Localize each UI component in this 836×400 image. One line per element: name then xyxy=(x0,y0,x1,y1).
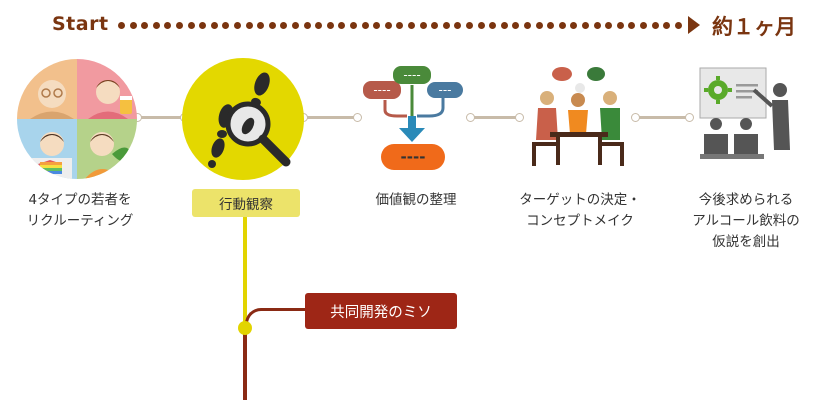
svg-text:----: ---- xyxy=(403,68,420,82)
timeline-dot xyxy=(408,22,415,29)
timeline-dot xyxy=(605,22,613,29)
junction-dot xyxy=(238,321,252,335)
timeline-dot xyxy=(466,22,473,29)
timeline-end-label: 約１ヶ月 xyxy=(712,15,796,39)
timeline-start-label: Start xyxy=(52,13,109,35)
timeline-arrow-icon xyxy=(688,16,700,34)
timeline-dot xyxy=(384,22,392,29)
step-1-label: 4タイプの若者を リクルーティング xyxy=(0,190,160,232)
timeline-dot xyxy=(292,22,299,29)
timeline-dot xyxy=(303,22,311,29)
timeline-dot xyxy=(640,22,647,29)
timeline-dot xyxy=(616,22,624,29)
connector-3-4 xyxy=(466,113,524,122)
step-5-label-line-3: 仮説を創出 xyxy=(712,234,780,250)
connector-4-5 xyxy=(631,113,694,122)
step-5-label-line-1: 今後求められる xyxy=(698,192,794,208)
timeline-dot xyxy=(524,22,531,29)
timeline-dot xyxy=(442,22,450,29)
svg-text:---: --- xyxy=(439,83,452,97)
timeline-dot xyxy=(338,22,346,29)
timeline-dot xyxy=(164,22,172,29)
step-2-label: 行動観察 xyxy=(192,189,300,217)
brown-vertical-line xyxy=(243,329,247,400)
timeline-dot xyxy=(570,22,578,29)
timeline-dot xyxy=(361,22,369,29)
step-5-label: 今後求められる アルコール飲料の 仮説を創出 xyxy=(666,190,826,253)
timeline-dot xyxy=(257,22,265,29)
timeline-dot xyxy=(199,22,207,29)
timeline-dot xyxy=(489,22,497,29)
timeline-dot xyxy=(454,22,462,29)
timeline-dotted-line xyxy=(118,22,688,30)
step-1-label-line-1: 4タイプの若者を xyxy=(28,192,132,208)
step-4-label: ターゲットの決定・ コンセプトメイク xyxy=(500,190,660,232)
footprints-magnifier-icon xyxy=(182,58,304,180)
timeline-dot xyxy=(245,22,253,29)
timeline-dot xyxy=(628,22,636,29)
timeline-dot xyxy=(118,22,125,29)
timeline-dot xyxy=(558,22,566,29)
step-5-label-line-2: アルコール飲料の xyxy=(692,213,800,229)
connector-2-3 xyxy=(299,113,362,122)
timeline-dot xyxy=(419,22,427,29)
timeline-dot xyxy=(593,22,601,29)
timeline-dot xyxy=(512,22,520,29)
timeline-dot xyxy=(152,22,160,29)
value-tree-icon: ---- ---- --- ---- xyxy=(363,66,463,170)
timeline-dot xyxy=(500,22,508,29)
timeline-dot xyxy=(582,22,589,29)
timeline-dot xyxy=(674,22,682,29)
timeline-dot xyxy=(547,22,555,29)
timeline-dot xyxy=(141,22,149,29)
timeline-dot xyxy=(373,22,381,29)
step-4-label-line-1: ターゲットの決定・ xyxy=(519,192,641,208)
timeline-dot xyxy=(280,22,288,29)
timeline-dot xyxy=(129,22,137,29)
step-3-label: 価値観の整理 xyxy=(336,190,496,211)
step-4-label-line-2: コンセプトメイク xyxy=(526,213,634,229)
four-people-icon xyxy=(17,59,137,179)
timeline-dot xyxy=(315,22,323,29)
svg-text:----: ---- xyxy=(401,148,426,166)
timeline-dot xyxy=(187,22,195,29)
timeline-dot xyxy=(663,22,671,29)
svg-text:----: ---- xyxy=(373,83,390,97)
yellow-vertical-line xyxy=(243,217,247,329)
meeting-icon xyxy=(532,67,624,166)
timeline-dot xyxy=(210,22,218,29)
timeline-dot xyxy=(651,22,659,29)
step-1-label-line-2: リクルーティング xyxy=(26,213,134,229)
timeline-dot xyxy=(222,22,230,29)
timeline-dot xyxy=(268,22,276,29)
timeline-dot xyxy=(326,22,334,29)
step-3-label-line-1: 価値観の整理 xyxy=(375,192,457,208)
callout-branch-line xyxy=(245,308,315,328)
timeline-dot xyxy=(396,22,404,29)
timeline-dot xyxy=(176,22,183,29)
timeline-dot xyxy=(535,22,543,29)
timeline-dot xyxy=(234,22,241,29)
presentation-icon xyxy=(699,67,790,159)
timeline-dot xyxy=(350,22,357,29)
connector-1-2 xyxy=(133,113,189,122)
callout-box: 共同開発のミソ xyxy=(305,293,457,329)
timeline-dot xyxy=(431,22,439,29)
timeline-dot xyxy=(477,22,485,29)
